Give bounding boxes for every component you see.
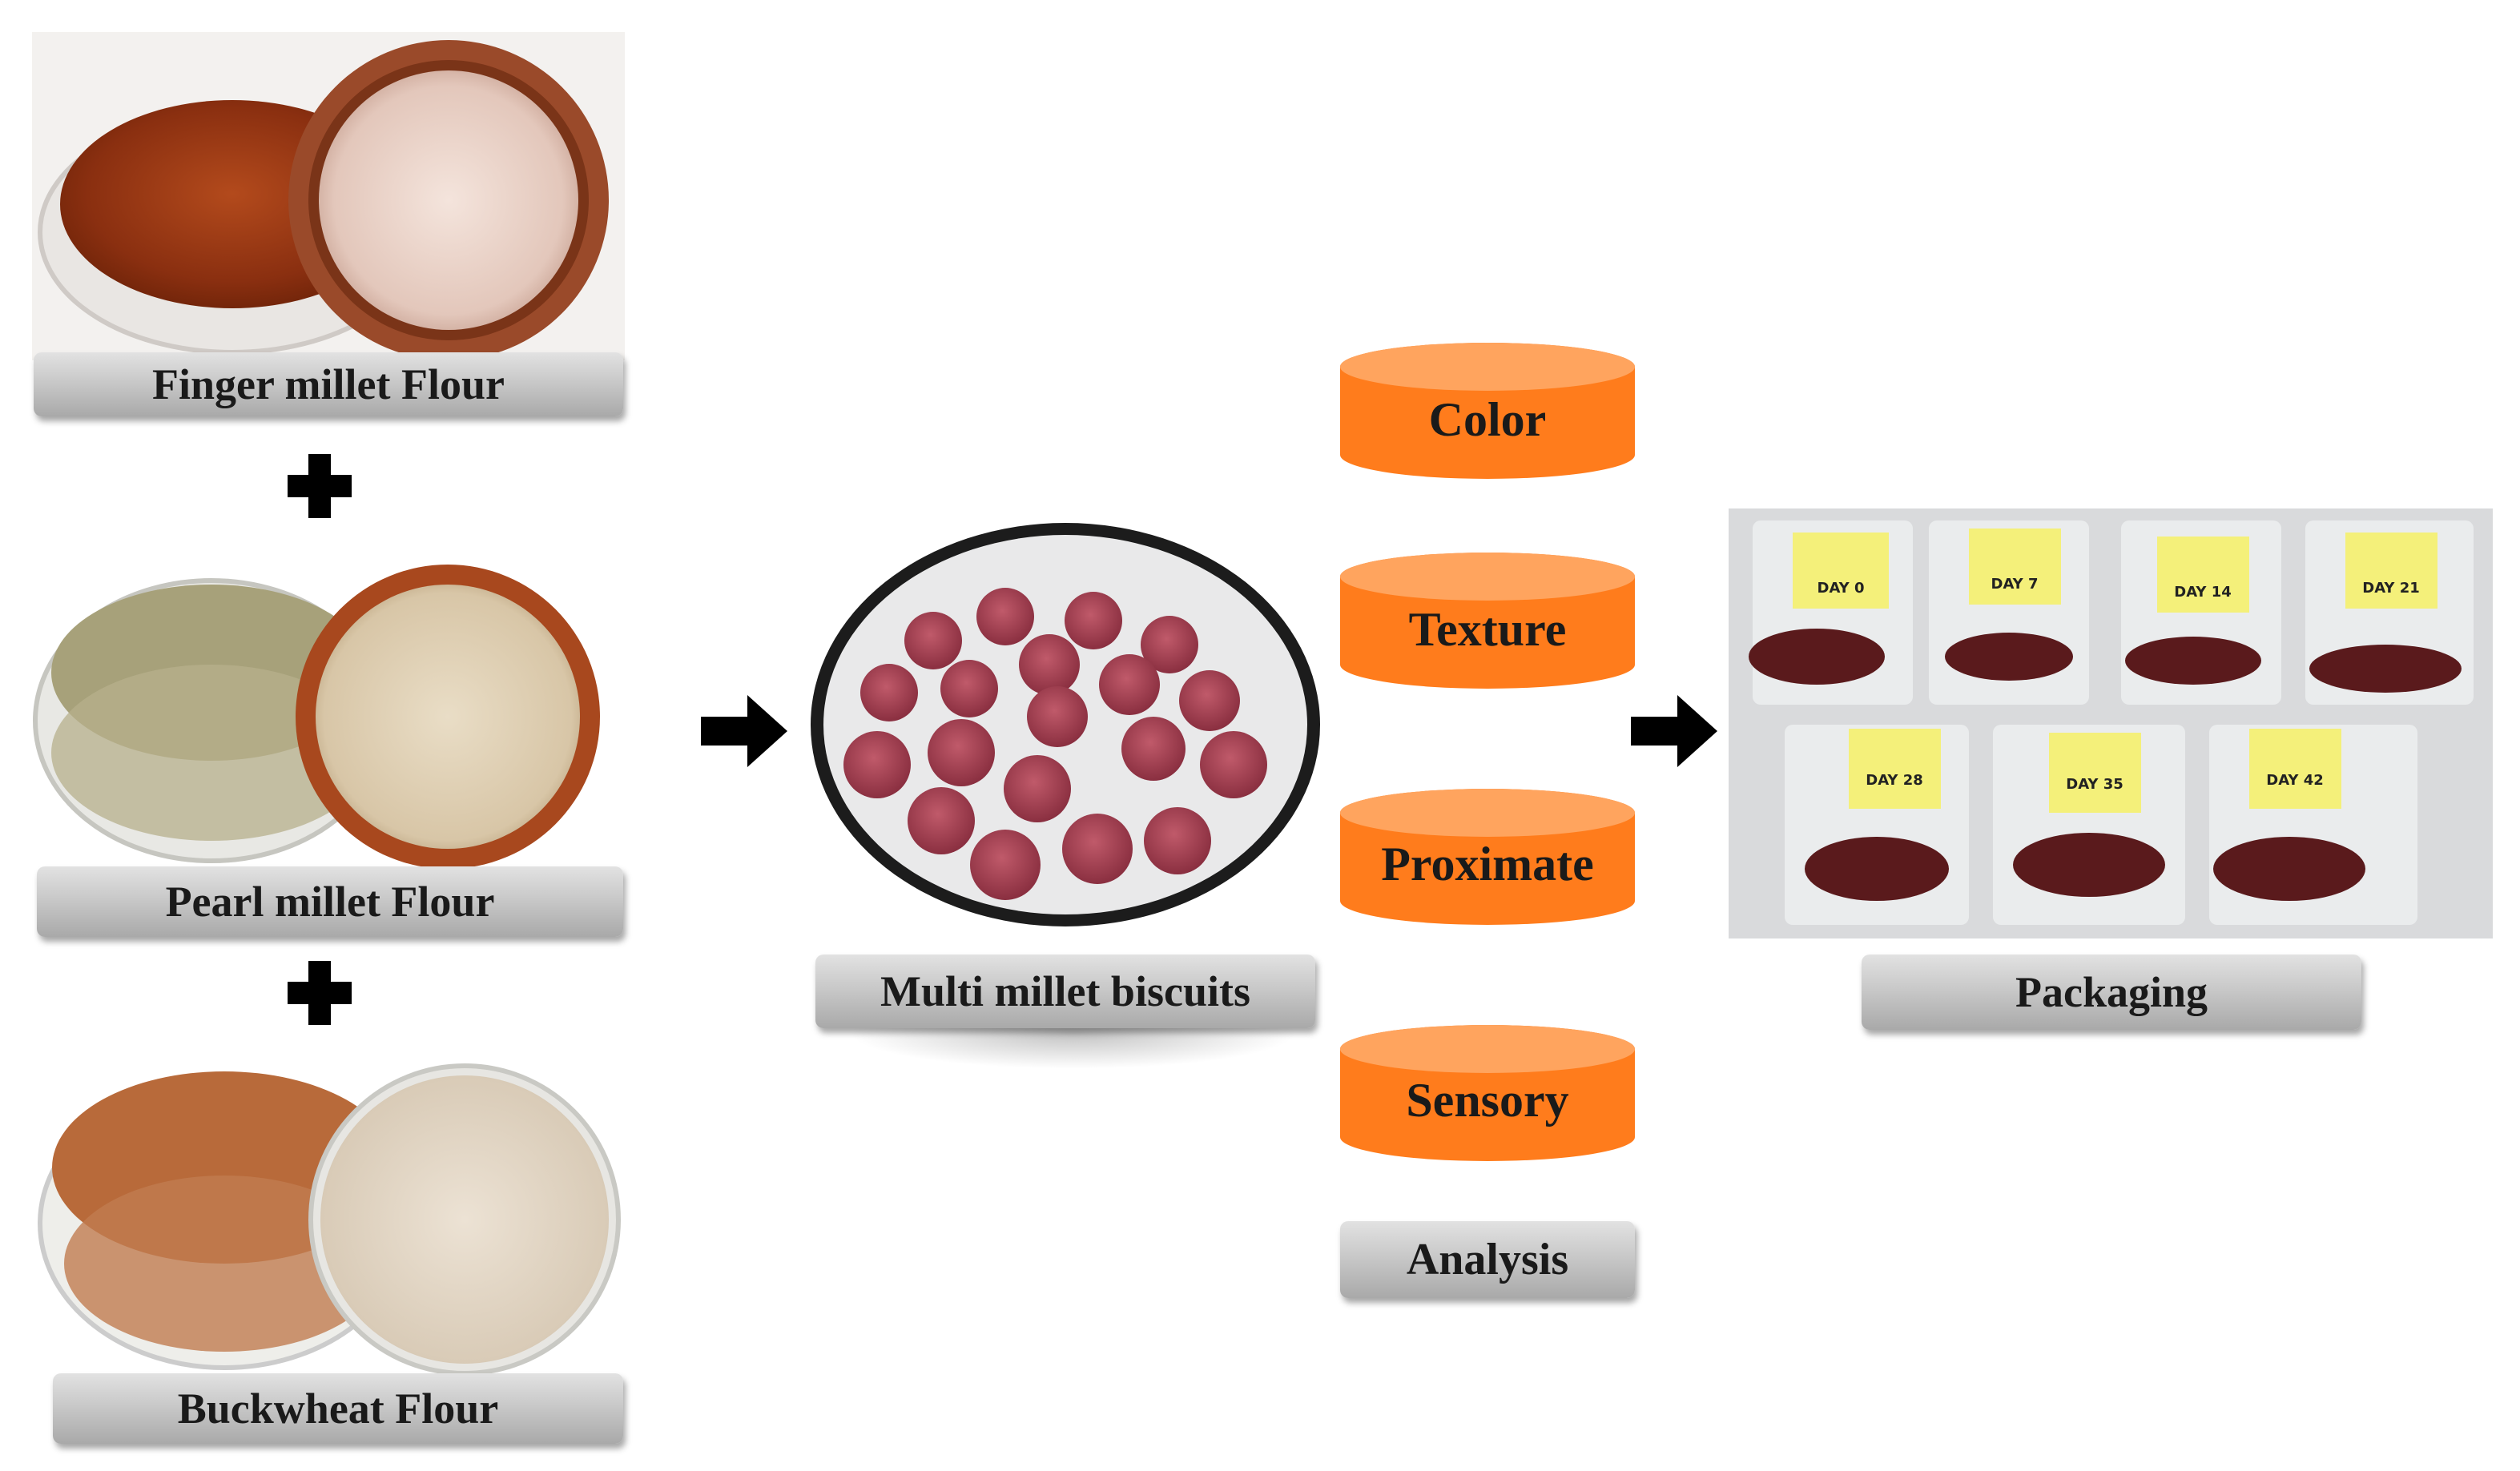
analysis-proximate-label: Proximate (1381, 838, 1594, 890)
plus-icon (288, 961, 352, 1025)
analysis-label: Analysis (1340, 1221, 1635, 1298)
analysis-sensory-cylinder: Sensory (1340, 1025, 1635, 1161)
plus-icon (288, 454, 352, 518)
arrow-right-icon (1631, 695, 1717, 767)
bag-label: DAY 21 (2362, 580, 2420, 597)
bag-label: DAY 7 (1991, 576, 2039, 593)
bag-label: DAY 28 (1866, 772, 1923, 789)
analysis-color-cylinder: Color (1340, 343, 1635, 479)
multi-millet-biscuits-image (801, 520, 1330, 937)
buckwheat-flour-image (32, 1055, 629, 1376)
bag-label: DAY 42 (2266, 772, 2324, 789)
arrow-right-icon (701, 695, 787, 767)
analysis-texture-cylinder: Texture (1340, 553, 1635, 689)
analysis-color-label: Color (1428, 393, 1547, 446)
analysis-texture-label: Texture (1408, 603, 1567, 656)
packaging-label: Packaging (1862, 955, 2361, 1030)
analysis-sensory-label: Sensory (1406, 1074, 1569, 1127)
bag-label: DAY 0 (1818, 580, 1865, 597)
bag-label: DAY 14 (2174, 584, 2232, 601)
buckwheat-label: Buckwheat Flour (53, 1373, 623, 1444)
analysis-proximate-cylinder: Proximate (1340, 789, 1635, 925)
multi-millet-biscuits-label: Multi millet biscuits (815, 955, 1315, 1028)
packaging-image: DAY 0 DAY 7 DAY 14 DAY 21 DAY 28 DAY 35 … (1729, 508, 2493, 938)
finger-millet-flour-image (32, 32, 625, 360)
pearl-millet-label: Pearl millet Flour (37, 866, 623, 937)
bag-label: DAY 35 (2066, 776, 2123, 793)
finger-millet-label: Finger millet Flour (34, 352, 623, 416)
pearl-millet-flour-image (27, 553, 628, 873)
